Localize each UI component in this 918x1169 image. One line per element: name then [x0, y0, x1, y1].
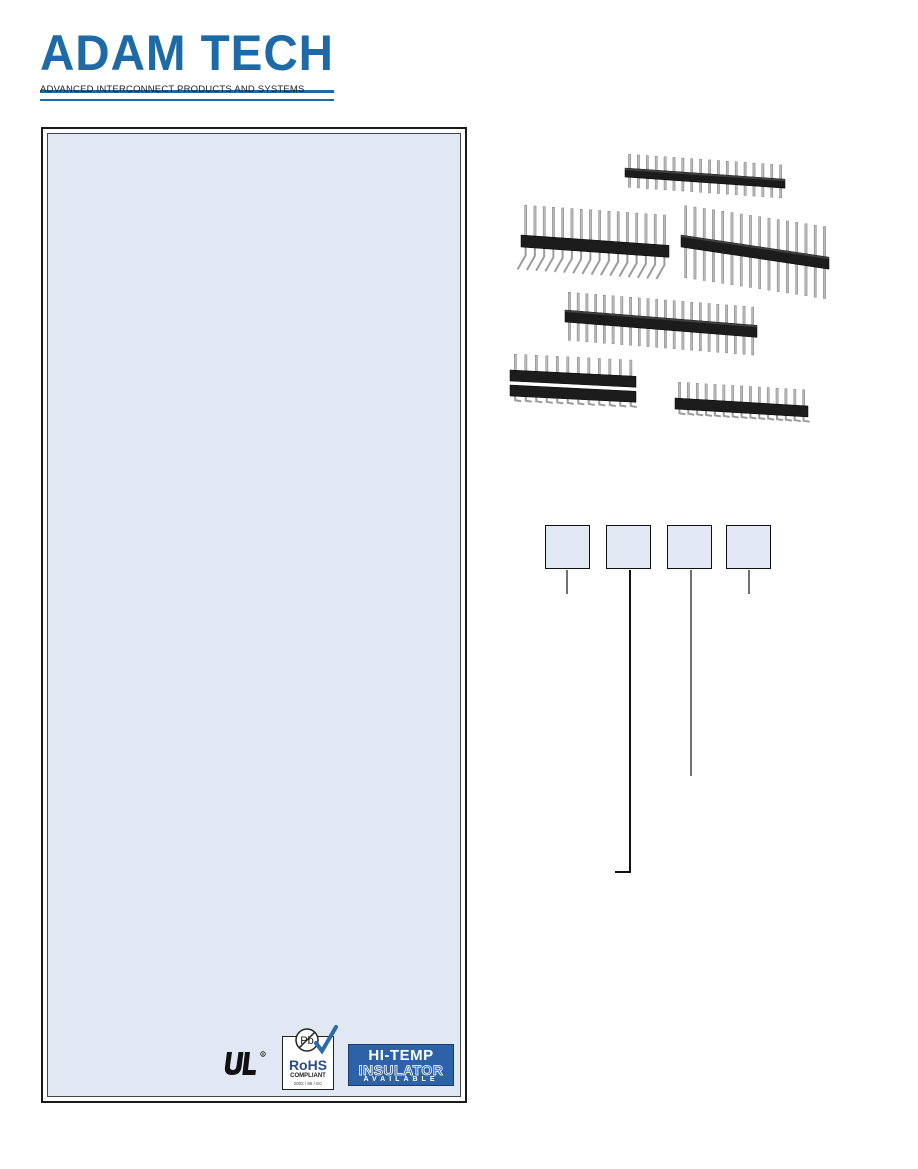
pin-header-dual-row-smt: [509, 354, 637, 409]
svg-text:R: R: [262, 1053, 265, 1057]
leader-line-2: [615, 570, 631, 873]
rohs-directive-label: 2002 / 95 / EC: [293, 1081, 323, 1086]
pin-header-straight-right: [680, 205, 830, 299]
ordering-box-4: [726, 525, 771, 569]
logo-underline-top: [40, 90, 334, 93]
ordering-leader-lines: [566, 570, 750, 873]
ordering-box-3: [667, 525, 712, 569]
rohs-compliant-label: COMPLIANT: [290, 1073, 326, 1079]
hi-temp-line3: AVAILABLE: [363, 1076, 439, 1083]
pin-header-straight-top: [624, 154, 786, 199]
pb-free-icon: Pb: [295, 1025, 338, 1055]
hi-temp-line2: INSULATOR: [358, 1062, 444, 1079]
logo-wordmark: ADAM TECH: [40, 25, 334, 81]
ul-recognized-icon: R: [224, 1051, 266, 1075]
pin-header-single-row-smt: [674, 382, 810, 423]
spec-panel: R Pb RoHS COMPLIANT 2002 / 95 / EC HI-TE…: [41, 127, 467, 1103]
rohs-label: RoHS: [288, 1057, 328, 1073]
ordering-box-2: [606, 525, 651, 569]
ordering-box-1: [545, 525, 590, 569]
spec-panel-body: R Pb RoHS COMPLIANT 2002 / 95 / EC HI-TE…: [47, 133, 461, 1097]
logo-underline-bottom: [40, 99, 334, 101]
pin-header-right-angle: [516, 205, 670, 280]
pin-header-straight-middle: [564, 292, 758, 356]
hi-temp-badge: HI-TEMP INSULATOR AVAILABLE: [348, 1044, 454, 1086]
adam-tech-logo: ADAM TECH: [40, 25, 334, 101]
company-tagline: ADVANCED INTERCONNECT PRODUCTS AND SYSTE…: [40, 84, 305, 95]
rohs-badge: Pb RoHS COMPLIANT 2002 / 95 / EC: [282, 1025, 338, 1090]
pin-header-product-photos: [509, 154, 830, 423]
pb-label: Pb: [300, 1035, 313, 1047]
hi-temp-line1: HI-TEMP: [368, 1047, 434, 1064]
